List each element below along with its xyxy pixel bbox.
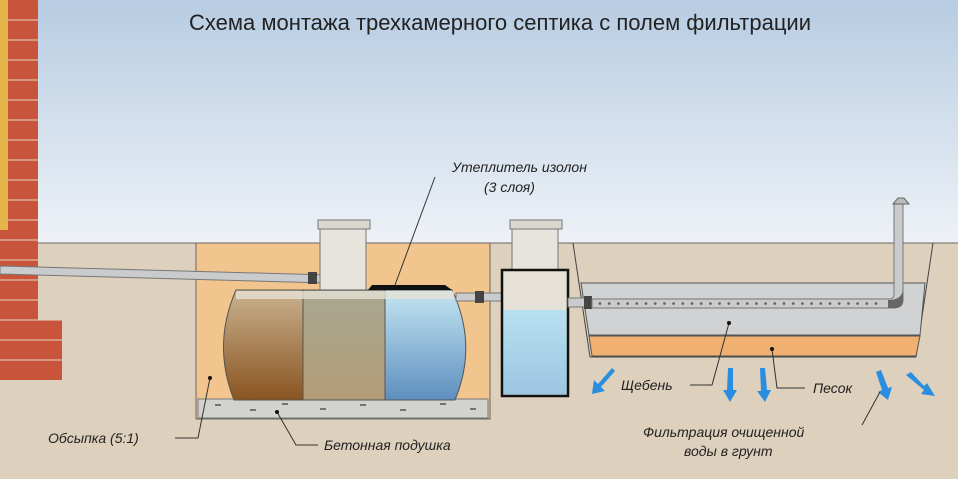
- perforation-hole: [626, 302, 629, 305]
- perforation-hole: [690, 302, 694, 305]
- perforation-hole: [709, 302, 712, 305]
- perforation-hole: [699, 302, 703, 305]
- riser-1: [319, 227, 367, 291]
- perforation-hole: [856, 302, 859, 305]
- sky: [0, 0, 958, 243]
- perforation-hole: [727, 302, 731, 305]
- label-insulation-layers: (3 слоя): [484, 179, 535, 195]
- perforation-hole: [801, 302, 804, 305]
- sand-layer: [588, 335, 921, 357]
- perforation-hole: [773, 302, 777, 305]
- vent-cap: [891, 197, 911, 205]
- perforation-hole: [791, 302, 795, 305]
- perforation-hole: [764, 302, 767, 305]
- label-backfill: Обсыпка (5:1): [48, 430, 139, 446]
- label-concrete-pad: Бетонная подушка: [324, 437, 451, 453]
- perforation-hole: [755, 302, 758, 305]
- gravel-layer: [580, 282, 926, 336]
- perforation-hole: [837, 302, 841, 305]
- concrete-pad: [197, 398, 489, 419]
- diagram-title: Схема монтажа трехкамерного септика с по…: [189, 10, 811, 35]
- perforation-hole: [810, 302, 813, 305]
- perforation-hole: [819, 302, 823, 305]
- perforation-hole: [598, 302, 602, 305]
- label-gravel: Щебень: [621, 377, 673, 393]
- perforation-hole: [847, 302, 850, 305]
- perforation-hole: [865, 302, 869, 305]
- perforation-hole: [635, 302, 639, 305]
- insulation-izolon: [368, 285, 452, 290]
- perforation-hole: [782, 302, 786, 305]
- brick-wall: [0, 0, 62, 380]
- perforation-hole: [653, 302, 657, 305]
- label-filtration: Фильтрация очищенной: [643, 424, 804, 440]
- perforation-hole: [644, 302, 648, 305]
- perforation-hole: [718, 302, 721, 305]
- perforation-hole: [828, 302, 832, 305]
- filtration-arrows: [592, 368, 935, 402]
- perforation-hole: [607, 302, 611, 305]
- label-filtration-ground: воды в грунт: [684, 443, 773, 459]
- perforation-hole: [745, 302, 749, 305]
- label-insulation: Утеплитель изолон: [451, 159, 587, 175]
- leader-lines: [175, 176, 881, 446]
- three-chamber-tank: [223, 289, 467, 401]
- perforation-hole: [681, 302, 685, 305]
- riser-2: [511, 227, 559, 271]
- perforation-hole: [617, 302, 620, 305]
- perforation-hole: [874, 302, 878, 305]
- label-sand: Песок: [813, 380, 854, 396]
- perforation-hole: [736, 302, 740, 305]
- perforation-hole: [663, 302, 666, 305]
- perforation-hole: [672, 302, 675, 305]
